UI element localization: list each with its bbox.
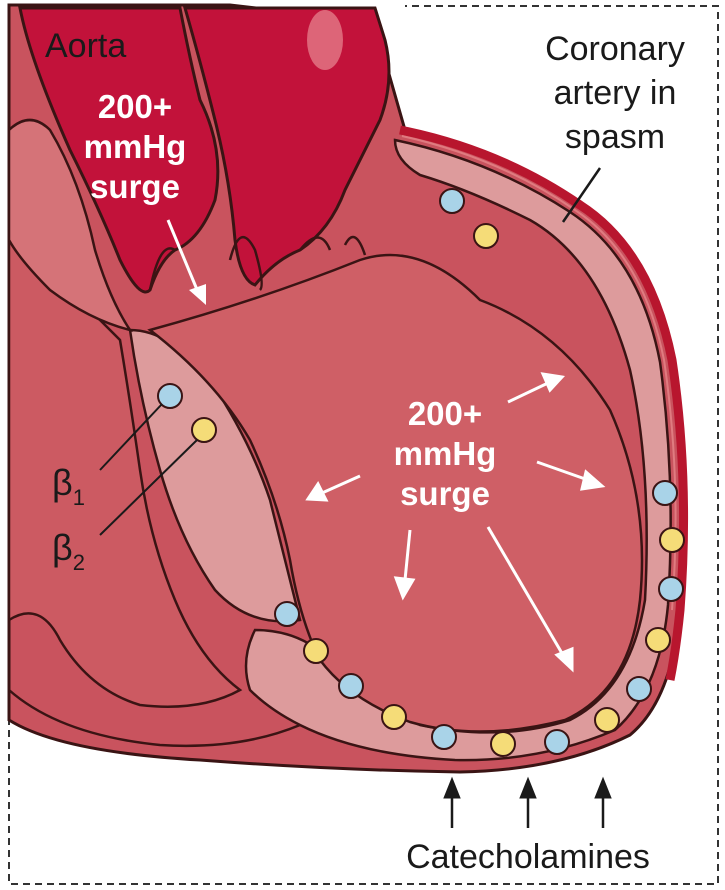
surge-aortic-line-3: surge (90, 168, 180, 205)
beta2-receptor (660, 528, 684, 552)
coronary-label-line-1: Coronary (545, 30, 685, 68)
surge-aortic-line-1: 200+ (98, 88, 172, 125)
beta1-receptor (653, 481, 677, 505)
coronary-label-line-2: artery in (554, 74, 677, 112)
coronary-label-line-3: spasm (565, 118, 665, 156)
surge-ventricle-line-3: surge (400, 475, 490, 512)
beta2-receptor (595, 708, 619, 732)
beta1-receptor (627, 677, 651, 701)
vessel-highlight (307, 10, 343, 70)
beta1-receptor (275, 602, 299, 626)
beta1-receptor (545, 730, 569, 754)
beta2-receptor (382, 705, 406, 729)
beta2-receptor (304, 639, 328, 663)
beta1-receptor (339, 674, 363, 698)
aorta-label: Aorta (45, 27, 126, 65)
catecholamines-label: Catecholamines (406, 838, 650, 876)
beta2-receptor (646, 628, 670, 652)
surge-ventricle-line-1: 200+ (408, 395, 482, 432)
beta1-receptor (432, 725, 456, 749)
beta2-receptor (192, 418, 216, 442)
beta1-receptor (440, 189, 464, 213)
surge-ventricle-line-2: mmHg (394, 435, 497, 472)
surge-aortic-line-2: mmHg (84, 128, 187, 165)
beta1-receptor (659, 577, 683, 601)
catecholamine-arrows (444, 778, 611, 828)
beta2-receptor (491, 732, 515, 756)
beta2-receptor (474, 224, 498, 248)
